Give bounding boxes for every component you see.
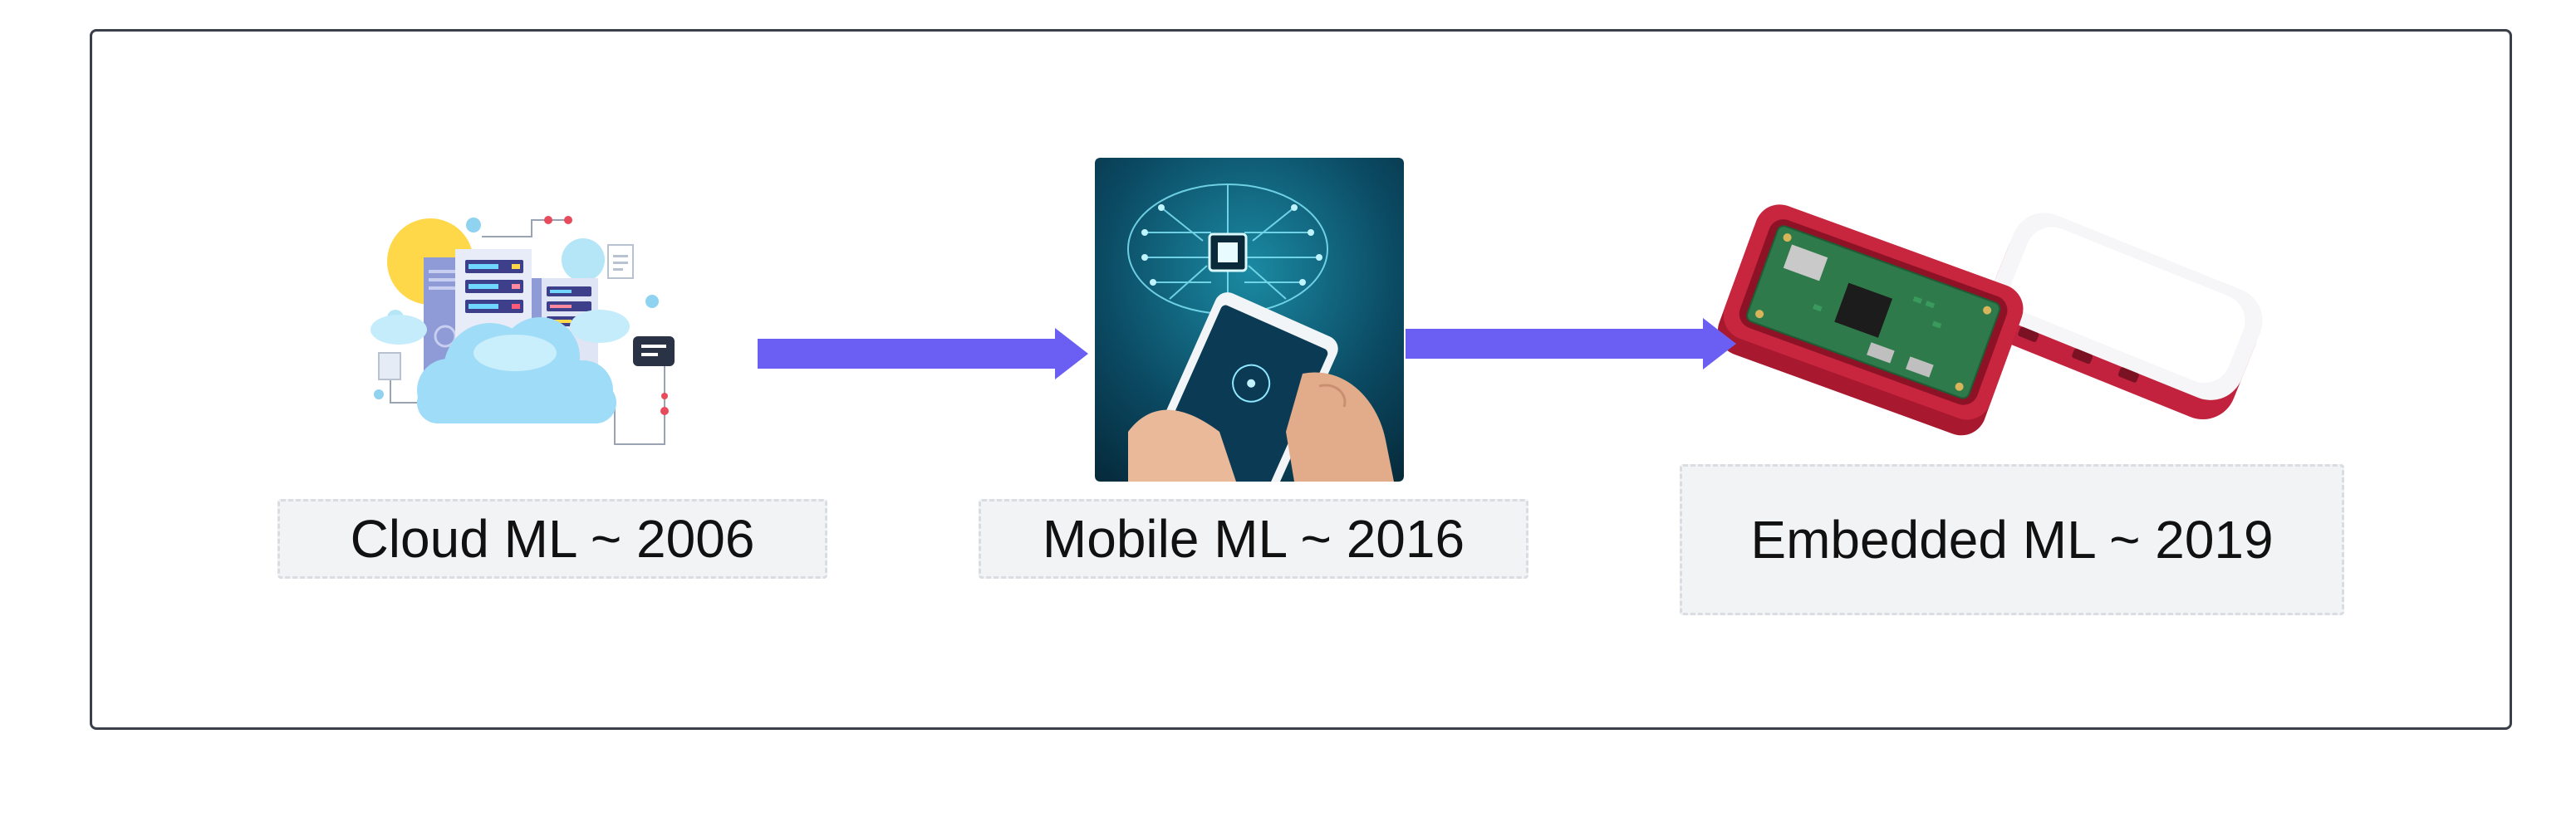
smartphone-ai-brain-photo (1095, 158, 1404, 482)
stage-label-embedded-ml: Embedded ML ~ 2019 (1680, 464, 2344, 615)
microcontroller-board-case-photo (1717, 204, 2263, 436)
stage-label-cloud-ml: Cloud ML ~ 2006 (277, 499, 827, 579)
stage-label-mobile-ml: Mobile ML ~ 2016 (979, 499, 1528, 579)
cloud-servers-illustration (370, 216, 675, 445)
